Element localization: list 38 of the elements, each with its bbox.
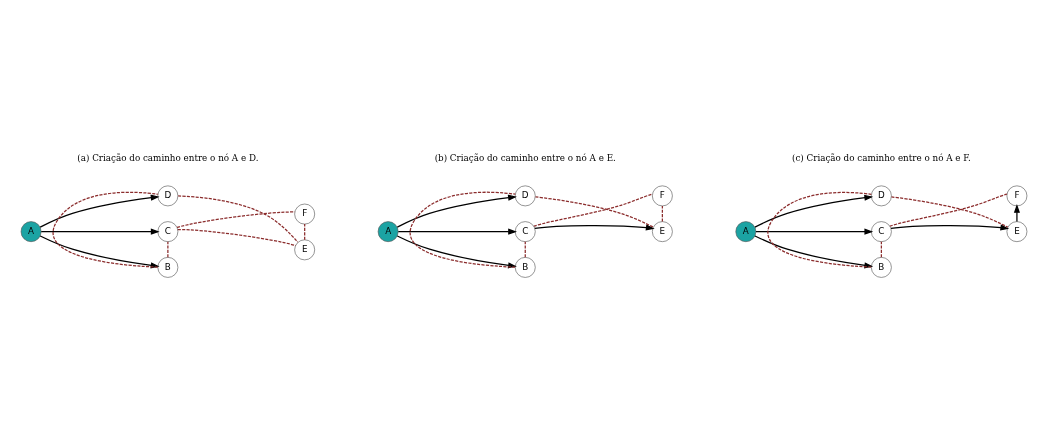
connector bbox=[167, 240, 169, 258]
node-circle: E bbox=[652, 220, 673, 242]
node-circle: D bbox=[871, 185, 892, 206]
node-circle: A bbox=[377, 220, 399, 242]
node-circle: A bbox=[735, 220, 757, 242]
node-circle: E bbox=[294, 239, 316, 260]
connector bbox=[524, 240, 526, 258]
arrow bbox=[1013, 203, 1020, 222]
connector bbox=[177, 228, 297, 246]
arrow bbox=[396, 194, 517, 228]
node-circle: D bbox=[157, 185, 179, 206]
node-circle: C bbox=[871, 220, 892, 242]
node-circle: B bbox=[157, 256, 179, 278]
label: (c) Criação do caminho entre o nó A e F. bbox=[791, 152, 971, 163]
arrow bbox=[755, 228, 874, 235]
node-circle: C bbox=[514, 220, 536, 242]
label: (a) Criação do caminho entre o nó A e D. bbox=[77, 152, 259, 163]
node-circle: A bbox=[20, 220, 42, 242]
arrow bbox=[397, 228, 517, 235]
arrow bbox=[40, 228, 160, 235]
arrow bbox=[534, 223, 655, 231]
arrow bbox=[754, 194, 874, 228]
connector bbox=[176, 210, 296, 228]
node-circle: B bbox=[514, 256, 536, 278]
node-circle: F bbox=[652, 185, 673, 206]
connector bbox=[661, 204, 663, 222]
node-circle: D bbox=[514, 185, 536, 206]
arrow bbox=[39, 194, 160, 228]
node-circle: B bbox=[871, 256, 892, 278]
connector bbox=[880, 240, 882, 258]
connector bbox=[304, 223, 306, 240]
arrow bbox=[890, 223, 1010, 231]
connector bbox=[177, 194, 299, 243]
node-circle: C bbox=[157, 220, 179, 242]
node-circle: F bbox=[294, 203, 316, 224]
node-circle: E bbox=[1006, 220, 1028, 242]
label: (b) Criação do caminho entre o nó A e E. bbox=[434, 152, 616, 163]
node-circle: F bbox=[1006, 185, 1028, 206]
